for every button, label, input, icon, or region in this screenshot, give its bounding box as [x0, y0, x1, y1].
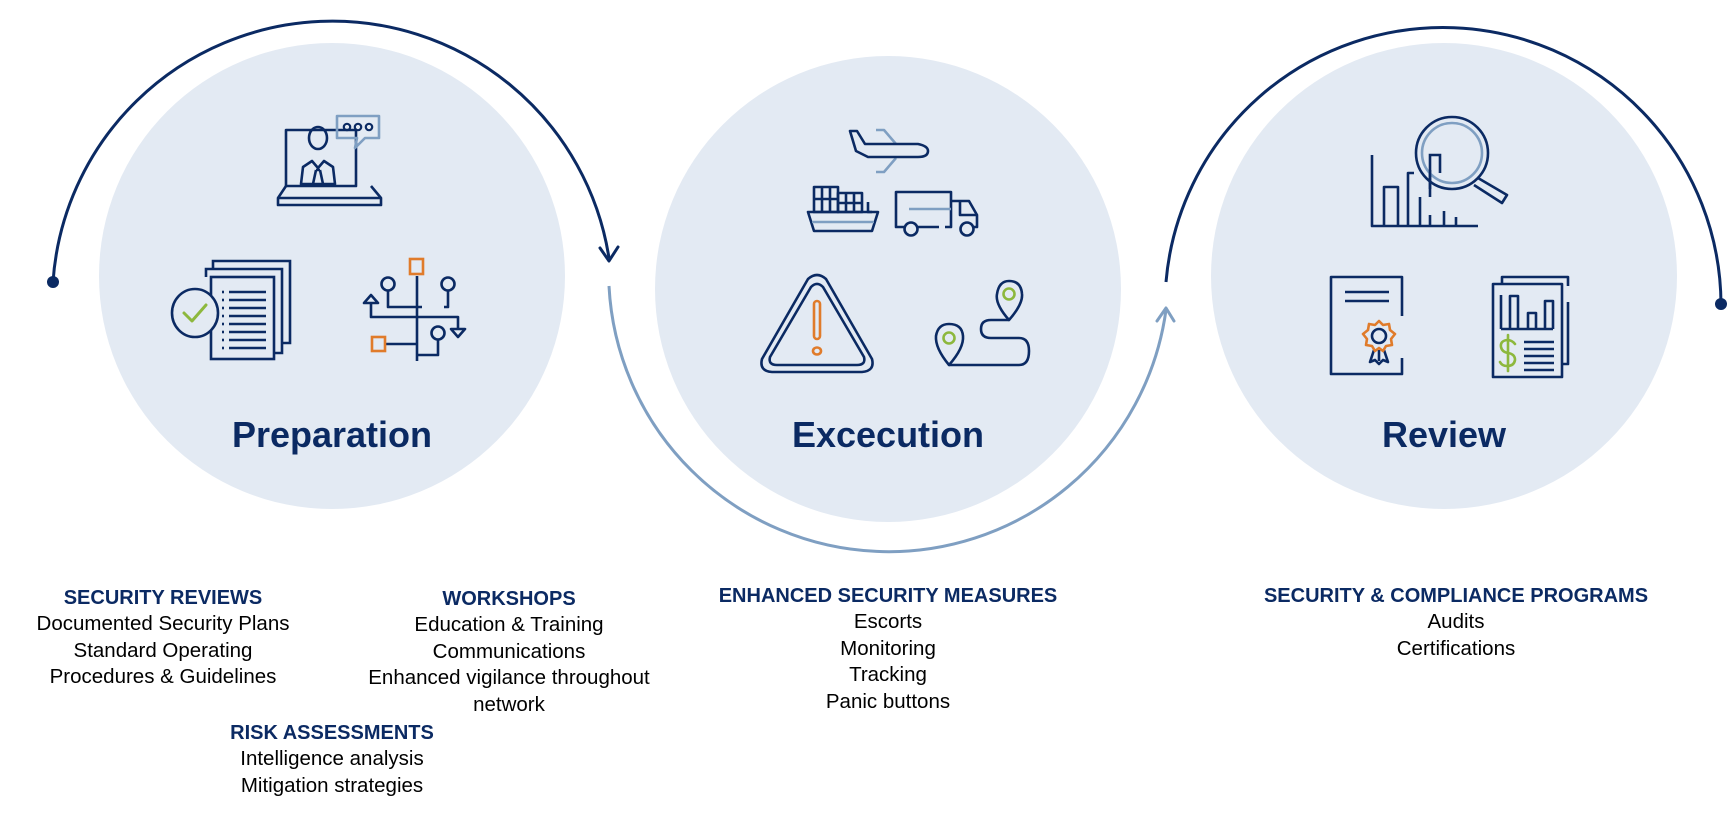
risk-assessments-heading: RISK ASSESSMENTS	[230, 722, 434, 744]
stage-title-review: Review	[1381, 414, 1507, 455]
preparation-circle	[99, 43, 565, 509]
video-conference-icon	[276, 114, 383, 207]
certificate-icon	[1329, 275, 1404, 376]
risk-assessments-block: RISK ASSESSMENTS Intelligence analysis M…	[230, 720, 434, 799]
execution-arc	[607, 285, 1168, 554]
security-reviews-item: Documented Security Plans	[36, 612, 290, 635]
stage-title-execution: Excecution	[791, 414, 985, 455]
enhanced-security-item: Monitoring	[840, 636, 936, 660]
security-reviews-item: Procedures & Guidelines	[49, 665, 277, 688]
preparation-arc	[51, 19, 611, 283]
enhanced-security-item: Panic buttons	[825, 689, 951, 713]
enhanced-security-item: Escorts	[853, 610, 923, 633]
airplane-icon	[848, 128, 930, 174]
enhanced-security-block: ENHANCED SECURITY MEASURES Escorts Monit…	[719, 583, 1058, 715]
compliance-block: SECURITY & COMPLIANCE PROGRAMS Audits Ce…	[1264, 583, 1648, 662]
arrow-down-icon	[598, 245, 620, 263]
compliance-item: Audits	[1427, 610, 1485, 633]
warning-triangle-icon	[760, 273, 874, 374]
truck-icon	[894, 190, 979, 237]
cargo-ship-icon	[806, 185, 880, 233]
analytics-magnifier-icon	[1370, 115, 1509, 228]
compliance-heading: SECURITY & COMPLIANCE PROGRAMS	[1263, 585, 1649, 607]
enhanced-security-heading: ENHANCED SECURITY MEASURES	[718, 585, 1058, 607]
risk-assessments-item: Intelligence analysis	[240, 747, 424, 770]
compliance-item: Certifications	[1396, 636, 1516, 660]
stage-title-preparation: Preparation	[231, 414, 433, 455]
process-flow-icon	[362, 257, 467, 361]
route-pins-icon	[934, 279, 1031, 367]
end-dot-icon	[1715, 298, 1727, 310]
risk-assessments-item: Mitigation strategies	[240, 773, 424, 797]
workshops-block: WORKSHOPS Education & Training Communica…	[368, 586, 650, 718]
workshops-item: Communications	[432, 639, 586, 663]
security-reviews-item: Standard Operating	[73, 638, 253, 662]
documents-check-icon	[170, 259, 292, 361]
security-reviews-heading: SECURITY REVIEWS	[63, 587, 263, 609]
enhanced-security-item: Tracking	[849, 663, 927, 686]
security-reviews-block: SECURITY REVIEWS Documented Security Pla…	[37, 585, 290, 691]
start-dot-icon	[47, 276, 59, 288]
arrow-up-icon	[1155, 306, 1176, 323]
workshops-item: Education & Training	[414, 613, 604, 636]
review-arc	[1164, 26, 1723, 305]
workshops-item: network	[473, 692, 545, 716]
workshops-item: Enhanced vigilance throughout	[368, 666, 650, 689]
review-circle	[1211, 43, 1677, 509]
financial-report-icon	[1491, 275, 1570, 379]
workshops-heading: WORKSHOPS	[442, 588, 576, 610]
